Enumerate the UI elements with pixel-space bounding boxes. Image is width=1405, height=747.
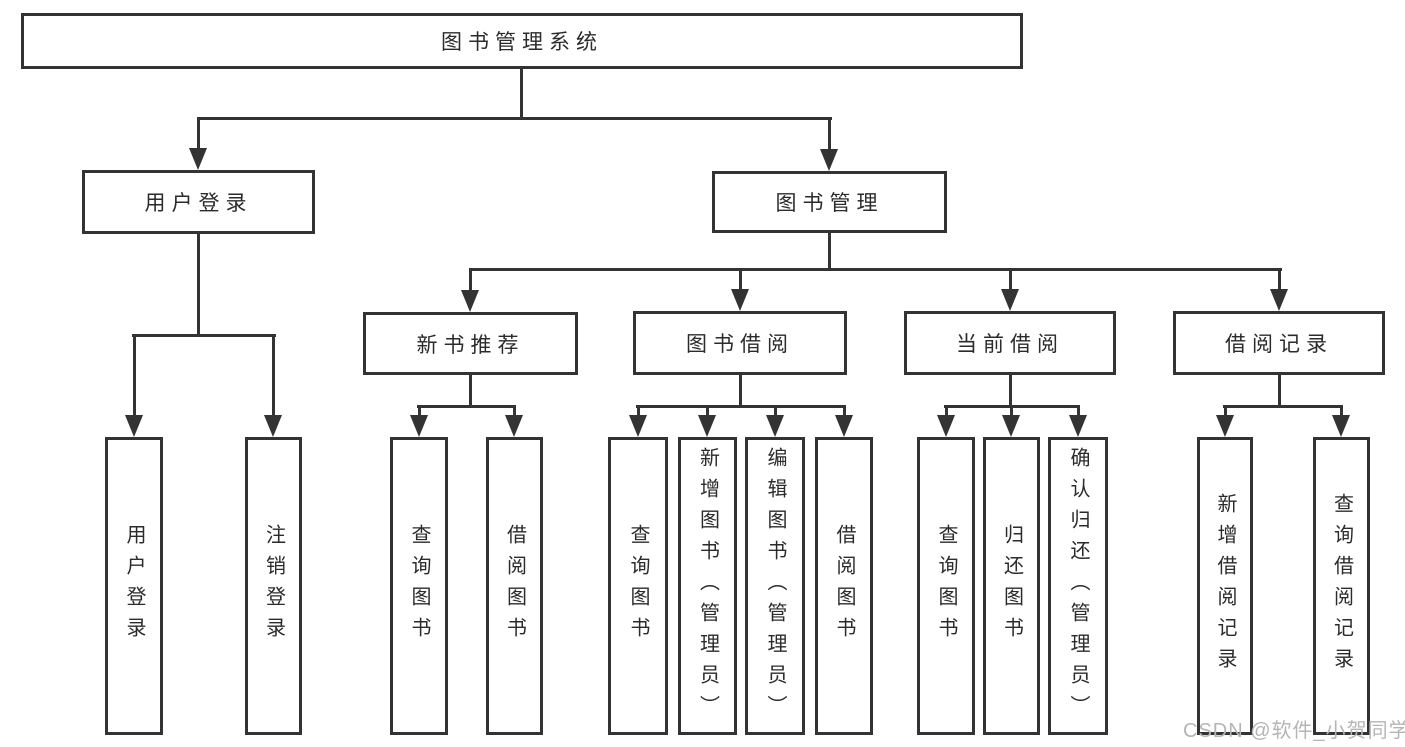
arrowhead-down-icon — [1001, 289, 1019, 311]
leaf-user-login-label: 用户登录 — [123, 524, 145, 648]
connector-line — [197, 117, 832, 120]
arrowhead-down-icon — [1216, 415, 1234, 437]
arrowhead-down-icon — [629, 415, 647, 437]
connector-line — [945, 405, 948, 416]
connector-line — [1077, 405, 1080, 416]
leaf-current-return-books: 归还图书 — [983, 437, 1040, 735]
connector-line — [272, 334, 275, 415]
arrowhead-down-icon — [461, 290, 479, 312]
connector-line — [1278, 375, 1281, 407]
leaf-current-query-books: 查询图书 — [917, 437, 975, 735]
node-root-library-management-system: 图书管理系统 — [21, 13, 1023, 69]
connector-line — [132, 334, 276, 337]
leaf-current-return-books-label: 归还图书 — [1000, 524, 1023, 648]
connector-line — [636, 405, 846, 408]
connector-line — [1010, 405, 1013, 416]
connector-line — [739, 375, 742, 407]
arrowhead-down-icon — [189, 148, 207, 170]
leaf-current-confirm-return-admin: 确认归还（管理员） — [1048, 437, 1108, 735]
node-borrowing-records-label: 借阅记录 — [1225, 333, 1333, 356]
connector-line — [774, 405, 777, 416]
leaf-current-confirm-return-admin-label: 确认归还（管理员） — [1067, 446, 1089, 726]
node-book-borrowing: 图书借阅 — [633, 311, 847, 375]
leaf-borrowing-borrow-books: 借阅图书 — [815, 437, 873, 735]
connector-line — [418, 405, 421, 416]
arrowhead-down-icon — [820, 149, 838, 171]
arrowhead-down-icon — [1002, 415, 1020, 437]
connector-line — [739, 268, 742, 293]
node-borrowing-records: 借阅记录 — [1173, 311, 1385, 375]
node-current-borrowing-label: 当前借阅 — [956, 333, 1064, 356]
connector-line — [828, 117, 831, 151]
arrowhead-down-icon — [1069, 415, 1087, 437]
leaf-records-add-record: 新增借阅记录 — [1197, 437, 1253, 735]
connector-line — [520, 69, 523, 118]
connector-line — [469, 268, 1282, 271]
leaf-logout: 注销登录 — [245, 437, 302, 735]
arrowhead-down-icon — [1270, 289, 1288, 311]
arrowhead-down-icon — [698, 415, 716, 437]
connector-line — [828, 233, 831, 271]
connector-line — [1224, 405, 1227, 416]
connector-line — [706, 405, 709, 416]
leaf-borrowing-query-books-label: 查询图书 — [627, 524, 649, 648]
leaf-records-query-record-label: 查询借阅记录 — [1330, 493, 1353, 679]
arrowhead-down-icon — [937, 415, 955, 437]
node-new-book-recommendation-label: 新书推荐 — [416, 333, 525, 357]
node-book-borrowing-label: 图书借阅 — [686, 333, 794, 356]
connector-line — [197, 117, 200, 151]
connector-line — [469, 268, 472, 293]
connector-line — [513, 405, 516, 416]
arrowhead-down-icon — [731, 289, 749, 311]
leaf-recommend-query-books-label: 查询图书 — [408, 524, 430, 648]
leaf-recommend-borrow-books-label: 借阅图书 — [503, 524, 526, 648]
arrowhead-down-icon — [410, 415, 428, 437]
node-root-label: 图书管理系统 — [441, 31, 603, 54]
connector-line — [133, 334, 136, 415]
leaf-borrowing-query-books: 查询图书 — [608, 437, 668, 735]
node-current-borrowing: 当前借阅 — [904, 311, 1116, 375]
arrowhead-down-icon — [1332, 415, 1350, 437]
arrowhead-down-icon — [264, 415, 282, 437]
leaf-logout-label: 注销登录 — [262, 524, 285, 648]
leaf-recommend-borrow-books: 借阅图书 — [486, 437, 543, 735]
connector-line — [1009, 375, 1012, 407]
connector-line — [197, 234, 200, 335]
connector-line — [1278, 268, 1281, 293]
leaf-borrowing-edit-books-admin-label: 编辑图书（管理员） — [764, 446, 786, 726]
node-book-management: 图书管理 — [712, 171, 947, 233]
connector-line — [417, 405, 516, 408]
leaf-borrowing-edit-books-admin: 编辑图书（管理员） — [745, 437, 805, 735]
node-user-login-label: 用户登录 — [144, 192, 253, 215]
leaf-records-add-record-label: 新增借阅记录 — [1214, 493, 1236, 679]
leaf-records-query-record: 查询借阅记录 — [1313, 437, 1370, 735]
node-book-management-label: 图书管理 — [775, 192, 884, 215]
node-user-login: 用户登录 — [82, 170, 315, 234]
leaf-current-query-books-label: 查询图书 — [935, 524, 957, 648]
node-new-book-recommendation: 新书推荐 — [363, 312, 578, 375]
leaf-recommend-query-books: 查询图书 — [390, 437, 448, 735]
connector-line — [469, 375, 472, 407]
connector-line — [1223, 405, 1343, 408]
arrowhead-down-icon — [835, 415, 853, 437]
connector-line — [843, 405, 846, 416]
arrowhead-down-icon — [766, 415, 784, 437]
connector-line — [1009, 268, 1012, 293]
arrowhead-down-icon — [505, 415, 523, 437]
csdn-watermark: CSDN @软件_小贺同学 — [1183, 720, 1405, 742]
leaf-borrowing-add-books-admin: 新增图书（管理员） — [678, 437, 737, 735]
leaf-user-login: 用户登录 — [105, 437, 163, 735]
connector-line — [1340, 405, 1343, 416]
leaf-borrowing-borrow-books-label: 借阅图书 — [833, 524, 855, 648]
connector-line — [637, 405, 640, 416]
leaf-borrowing-add-books-admin-label: 新增图书（管理员） — [696, 446, 719, 726]
arrowhead-down-icon — [125, 415, 143, 437]
